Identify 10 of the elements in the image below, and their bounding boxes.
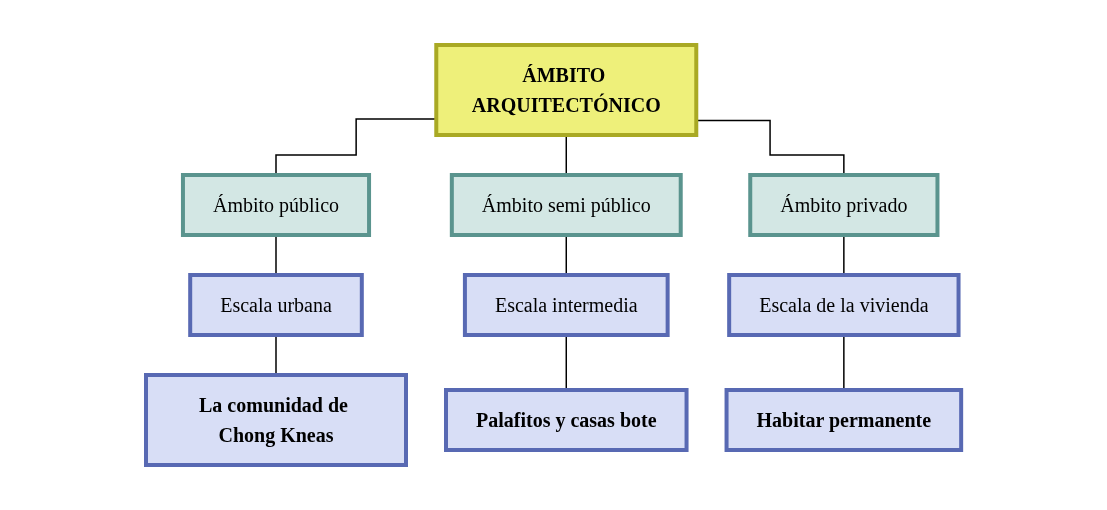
node-box: Escala intermedia xyxy=(462,273,670,337)
node-box: Ámbito privado xyxy=(748,173,940,237)
node-box: Ámbito público xyxy=(180,173,371,237)
node-box: Escala de la vivienda xyxy=(727,273,961,337)
node-box: Palafitos y casas bote xyxy=(443,388,689,452)
node-box: Habitar permanente xyxy=(724,388,964,452)
node-box: Escala urbana xyxy=(188,273,364,337)
node-box: Ámbito semi público xyxy=(449,173,683,237)
node-box: ÁMBITO ARQUITECTÓNICO xyxy=(434,43,699,137)
node-box: La comunidad de Chong Kneas xyxy=(143,373,408,467)
